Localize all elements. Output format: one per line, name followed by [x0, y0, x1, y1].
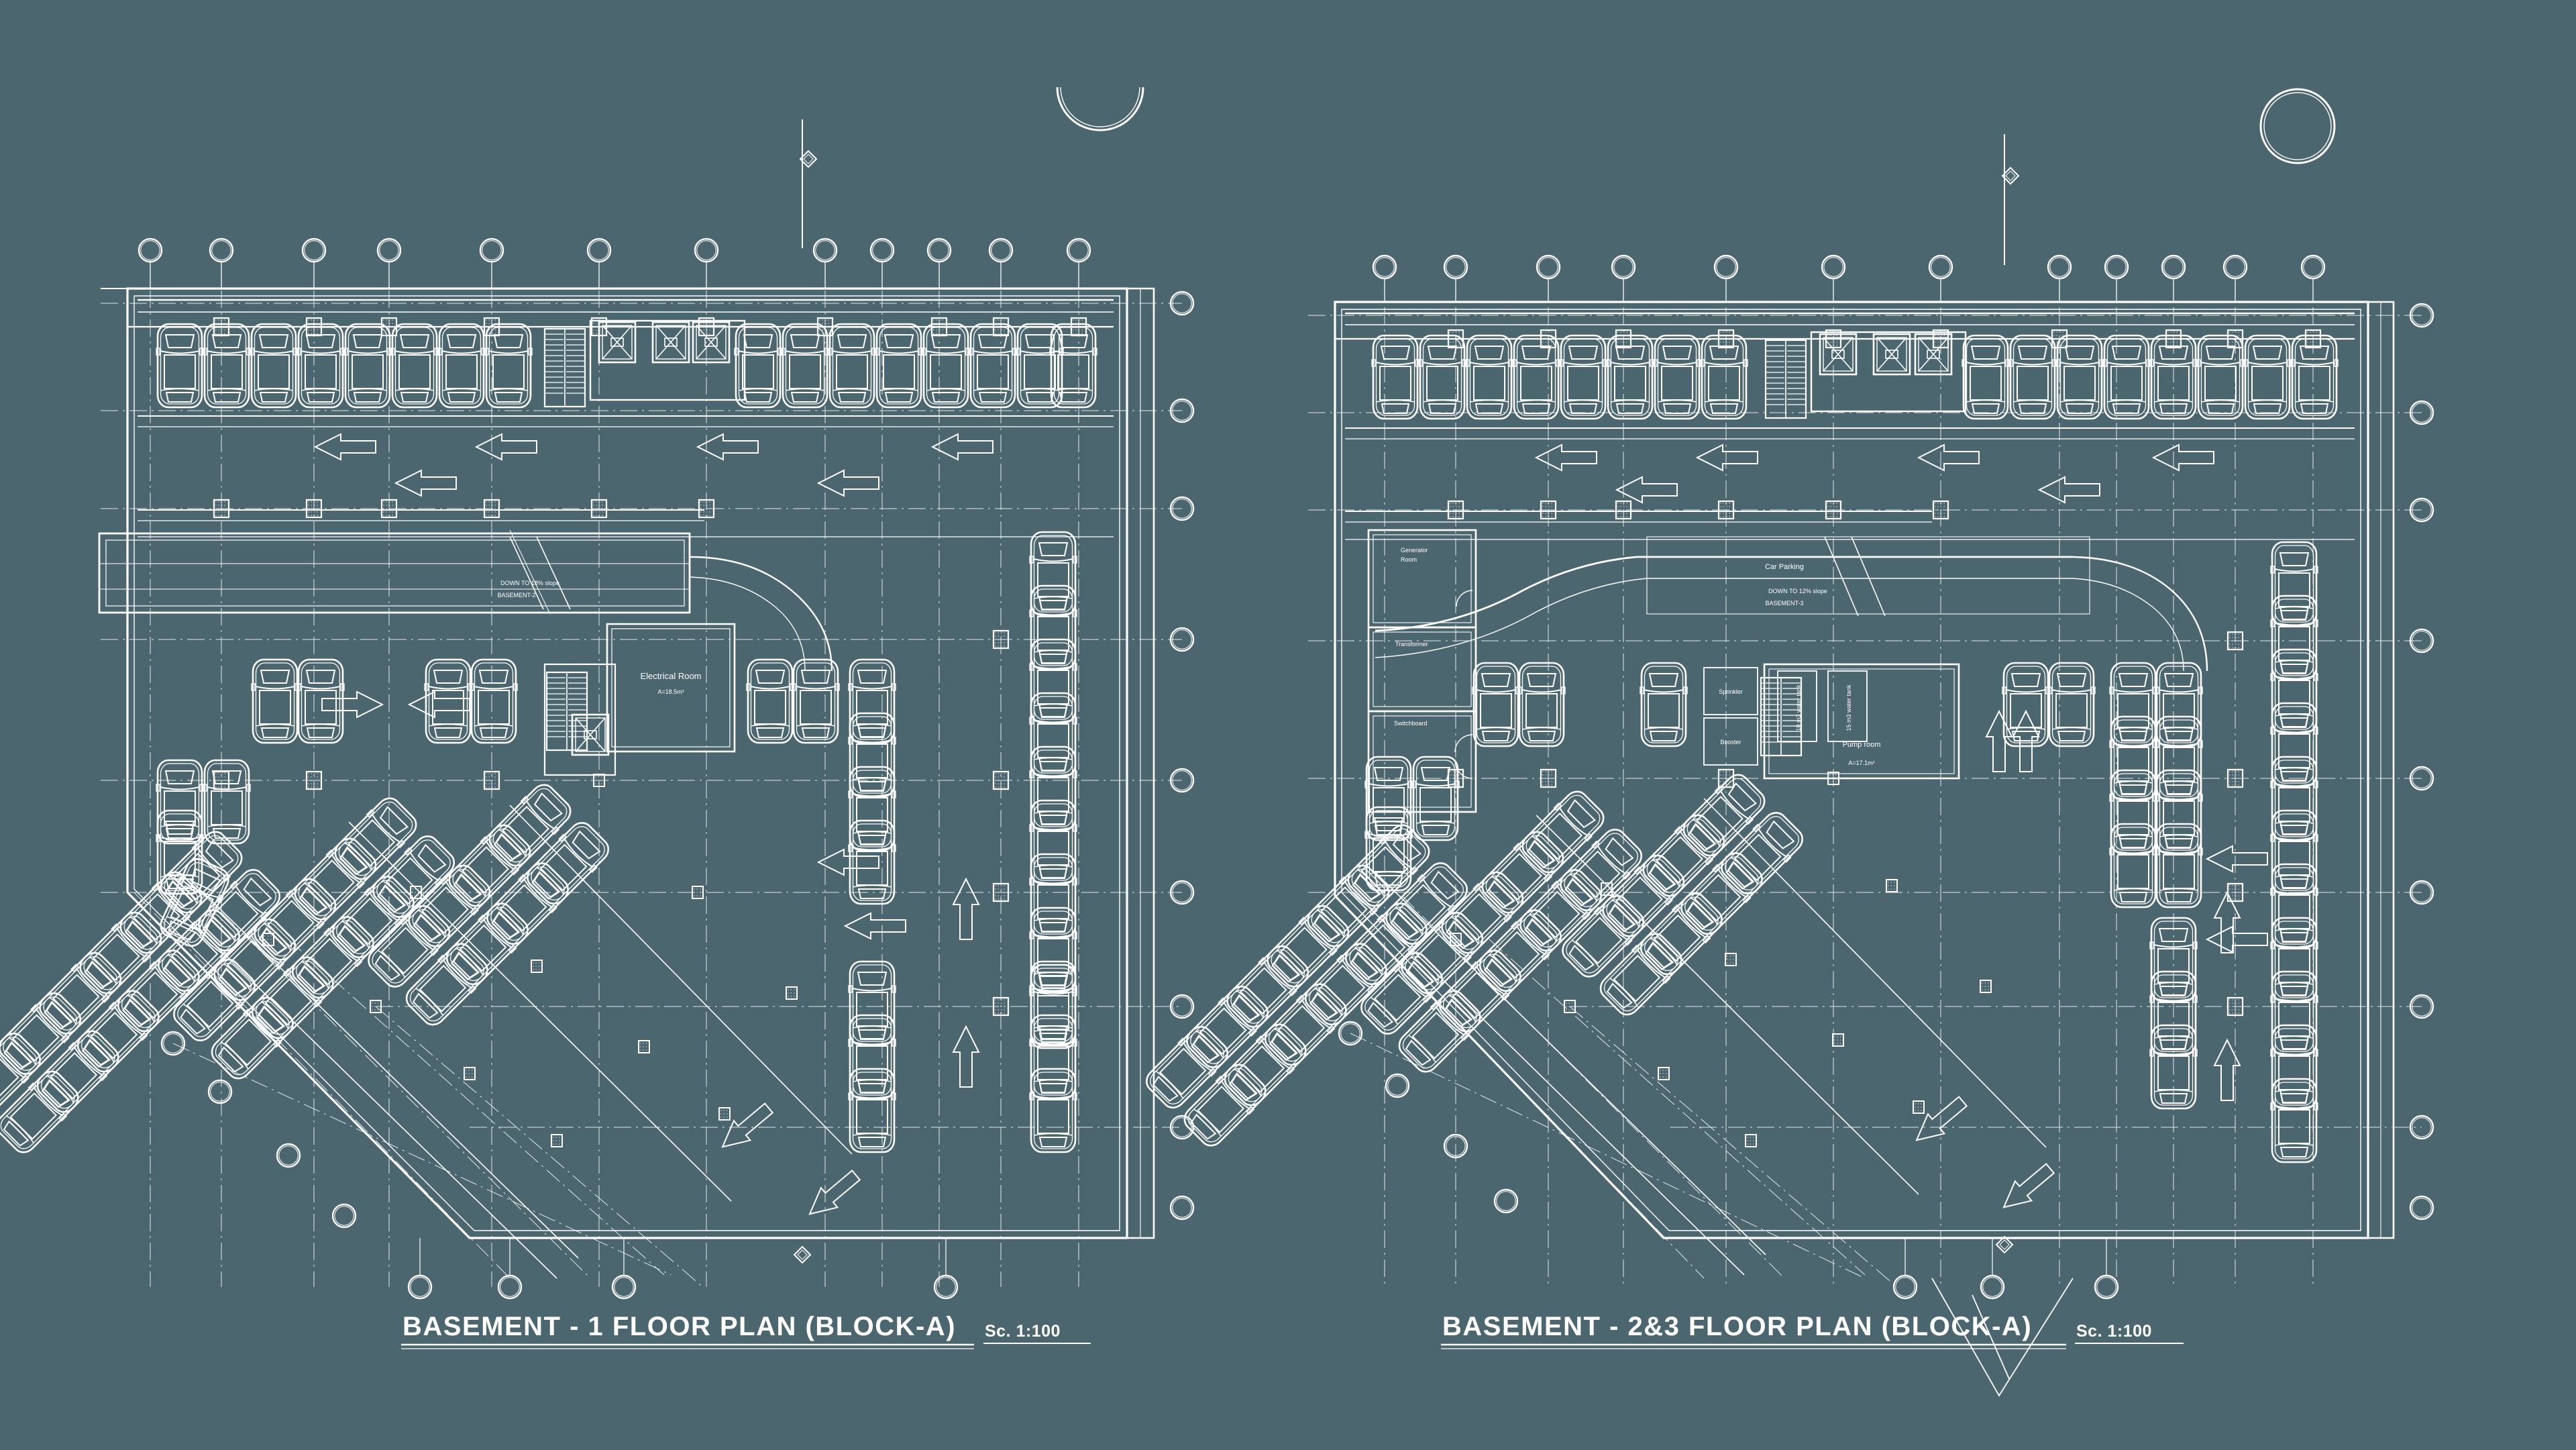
generator-room-label: Generator [1401, 547, 1428, 554]
drive-aisle-lines-2 [1345, 427, 2355, 540]
pump-room-label: Pump room [1843, 741, 1881, 749]
plant-rooms-left: Generator Room Transformer Switchboard [1367, 529, 1477, 813]
pump-room-area: A=17.1m² [1848, 760, 1874, 766]
drive-aisle-lines [138, 415, 1114, 537]
core-stair-lifts-top [543, 319, 746, 408]
traffic-arrows-top [315, 433, 994, 497]
ramp-destination-label-2: BASEMENT-3 [1765, 600, 1803, 607]
parking-bank-top-right-2 [1961, 334, 2339, 420]
ramp-slope-label: DOWN TO 18% slope [500, 580, 559, 586]
transformer-room-label: Transformer [1395, 641, 1428, 648]
plan-basement-2-3: Generator Room Transformer Switchboard C… [1140, 88, 2434, 1397]
parking-bank-top-left [155, 323, 533, 409]
ramp-slope-label-2: DOWN TO 12% slope [1768, 588, 1827, 594]
switchboard-room-label: Switchboard [1394, 720, 1428, 727]
grid-bubbles-top [138, 238, 1091, 263]
parking-bank-top-left-2 [1371, 334, 1749, 420]
electrical-room-label: Electrical Room [640, 671, 701, 681]
traffic-arrows-bottom-2 [1907, 845, 2268, 1218]
building-outline [101, 287, 1155, 1239]
electrical-room: Electrical Room A=18.5m² [606, 623, 736, 753]
pump-room-block: 10 m3 water tank 15 m3 water tank Pump r… [1703, 663, 1960, 780]
section-marker-top-2 [2002, 134, 2019, 265]
parking-column-right [1028, 531, 1078, 1100]
section-vee [1931, 1278, 2074, 1397]
parking-column-right-2 [2269, 541, 2319, 1163]
ramp-destination-label: BASEMENT-2 [497, 592, 535, 599]
plan-2-title: BASEMENT - 2&3 FLOOR PLAN (BLOCK-A) [1442, 1312, 2032, 1341]
grid-bubbles-top-2 [1372, 254, 2326, 280]
booster-label: Booster [1720, 739, 1741, 745]
level-marker-bottom [794, 1246, 811, 1263]
detail-bubble-half [1056, 87, 1144, 132]
plan-1-title: BASEMENT - 1 FLOOR PLAN (BLOCK-A) [402, 1312, 956, 1341]
core-stair-lifts-top-2 [1764, 331, 1967, 419]
water-tank-10-label: 10 m3 water tank [1795, 684, 1802, 731]
bottom-dimension-line-2 [1904, 1238, 2107, 1275]
diagonal-parking-field-2 [1140, 756, 1809, 1152]
plan-1-scale: Sc. 1:100 [985, 1322, 1061, 1341]
section-marker-top [800, 119, 817, 248]
bottom-dimension-line [419, 1238, 947, 1275]
plan-1-title-block: BASEMENT - 1 FLOOR PLAN (BLOCK-A) Sc. 1:… [401, 1312, 1091, 1349]
core-stair-lifts-mid [543, 663, 616, 776]
diagonal-aisle-lines [167, 805, 853, 1279]
diagonal-aisle-lines-2 [1353, 798, 2047, 1276]
parking-bank-top-right [733, 323, 1098, 409]
ramp-to-basement-3 [1375, 536, 2208, 672]
sprinkler-label: Sprinkler [1719, 688, 1743, 695]
plan-basement-1: DOWN TO 18% slope BASEMENT-2 Electrical … [0, 87, 1195, 1349]
diagonal-parking-field [0, 759, 615, 1159]
ramp-to-basement-2 [98, 529, 833, 672]
columns [213, 317, 1087, 1147]
plan-2-title-block: BASEMENT - 2&3 FLOOR PLAN (BLOCK-A) Sc. … [1441, 1312, 2184, 1349]
water-tank-15-label: 15 m3 water tank [1845, 684, 1852, 731]
car-parking-label: Car Parking [1765, 563, 1804, 571]
electrical-room-area: A=18.5m² [657, 688, 684, 695]
grid-bubbles-bottom [160, 1031, 959, 1300]
generator-room-label2: Room [1401, 556, 1417, 563]
plan-2-scale: Sc. 1:100 [2076, 1322, 2152, 1341]
grid-bubbles-right [1169, 291, 1195, 1221]
grid-bubbles-right-2 [2409, 303, 2434, 1221]
detail-bubble-full [2259, 88, 2336, 164]
traffic-arrows-top-2 [1536, 444, 2214, 503]
